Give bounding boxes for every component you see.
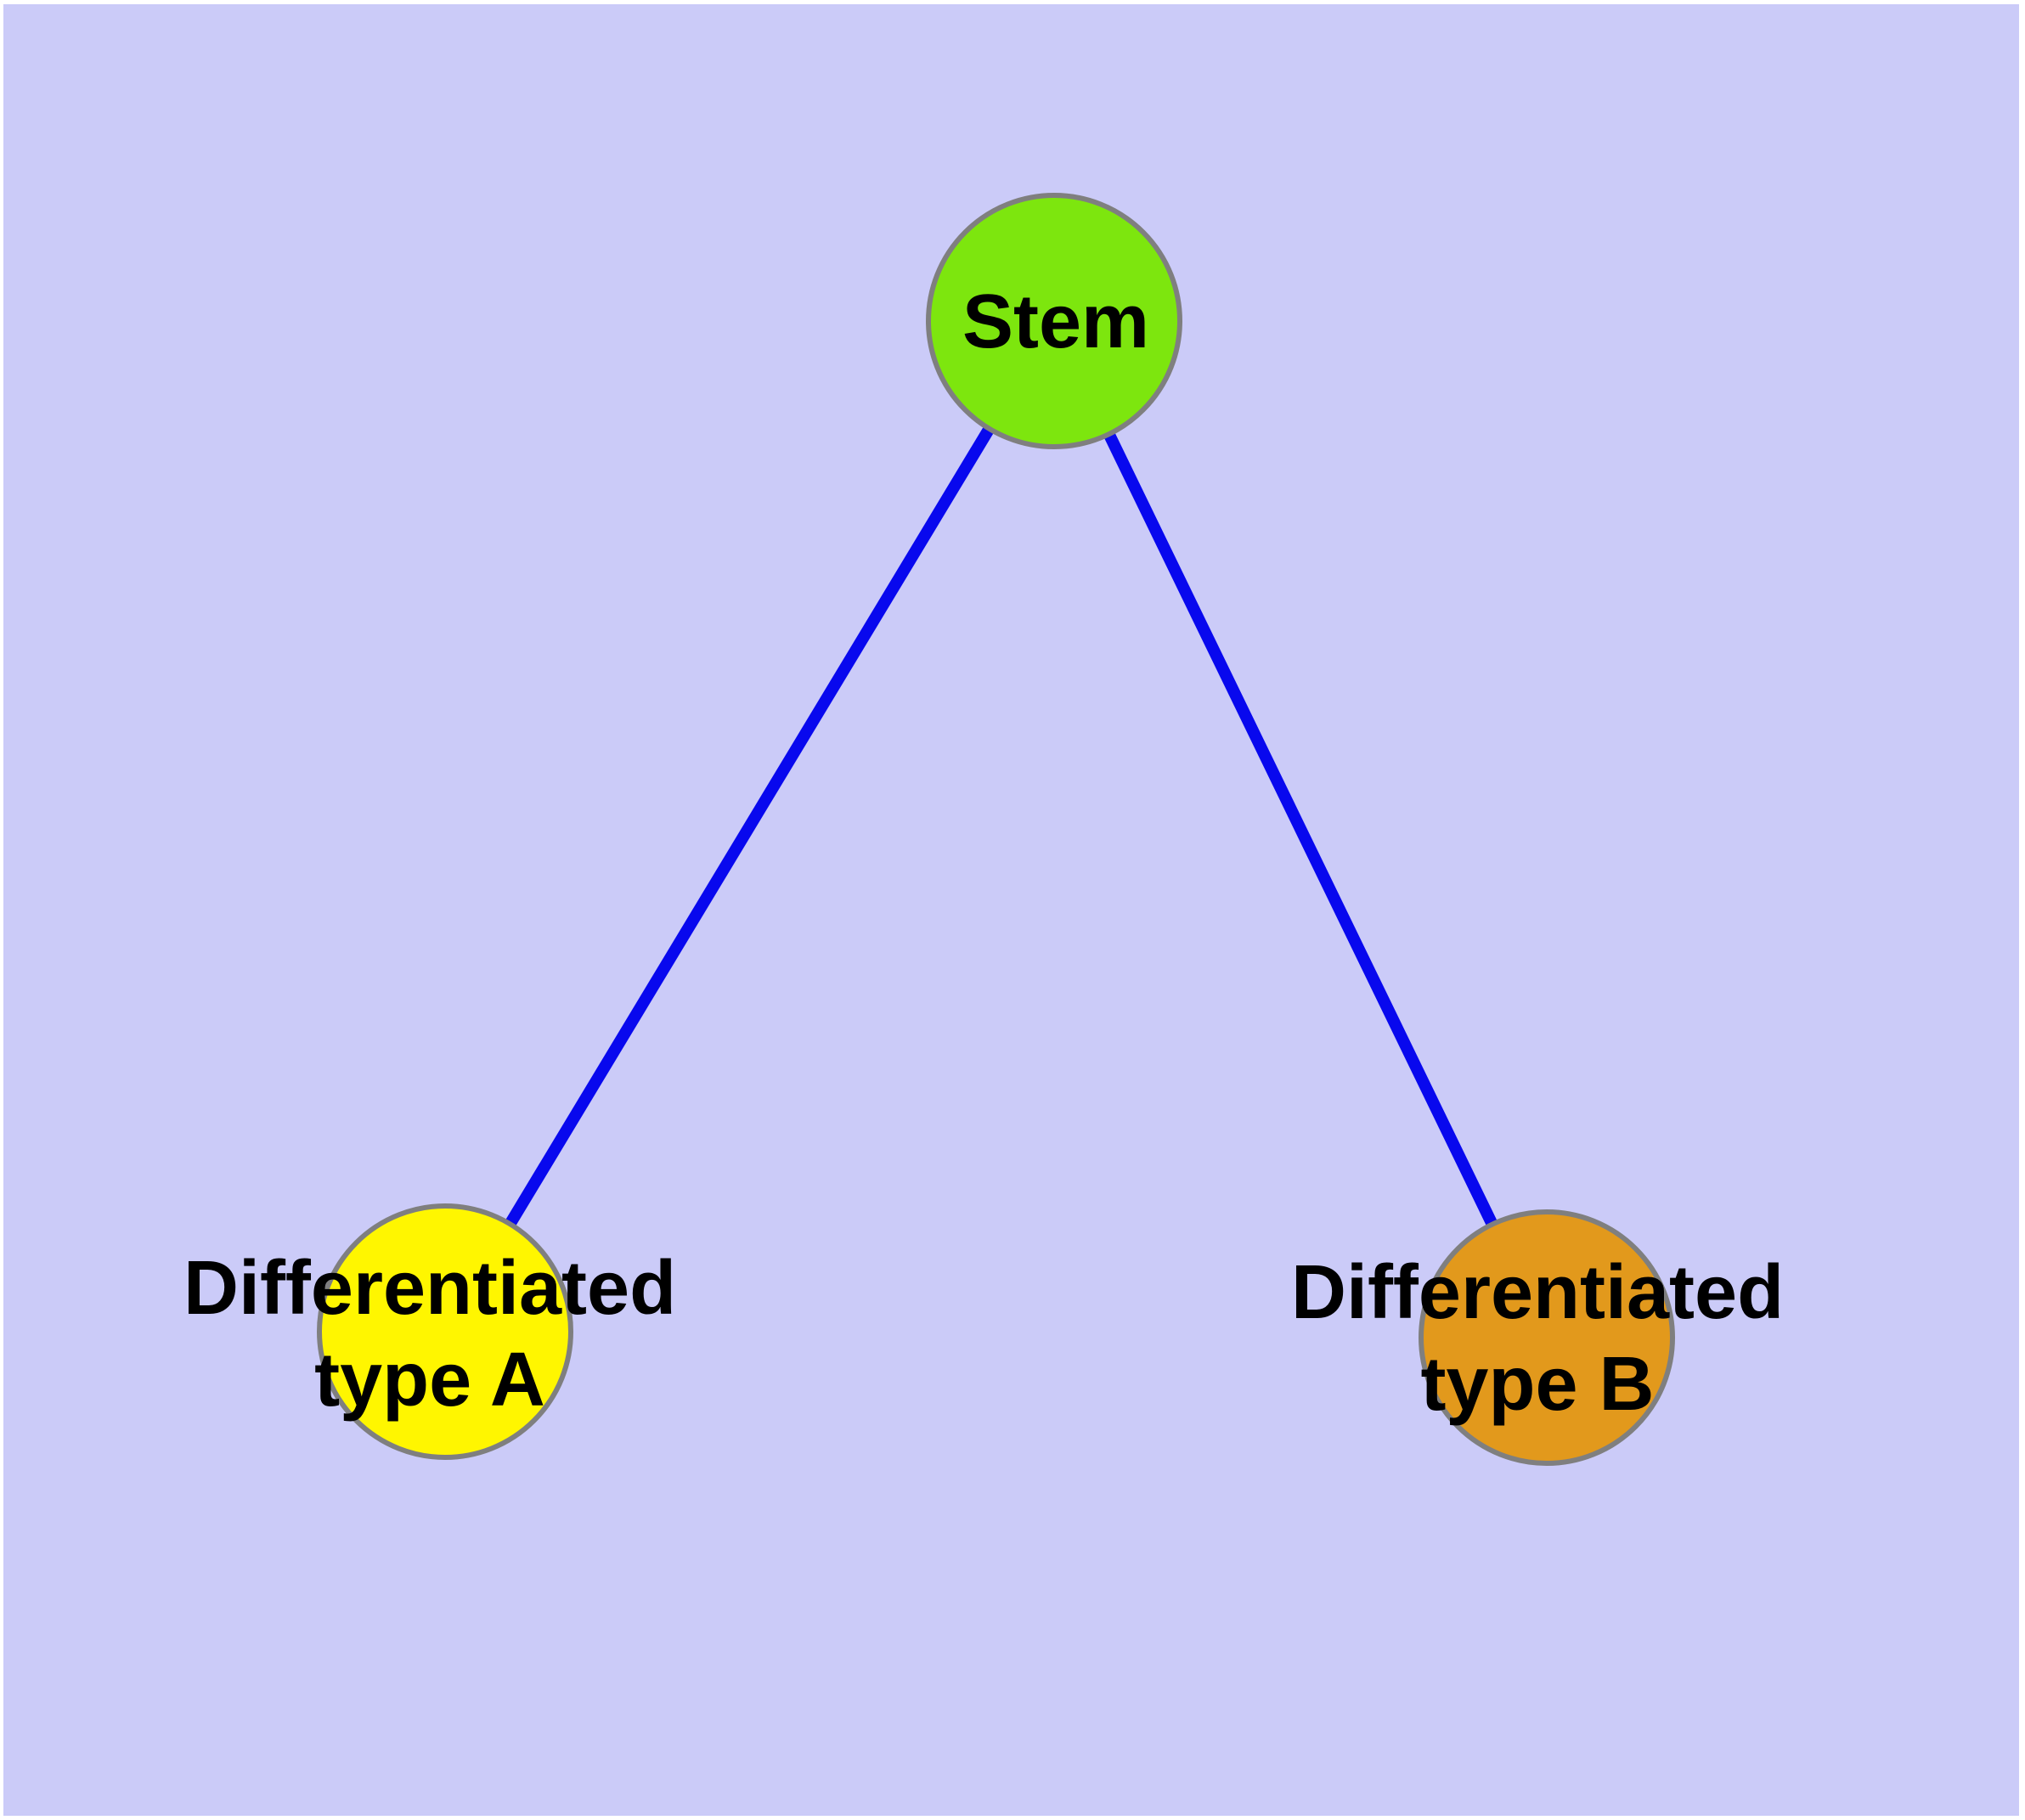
node-differentiated-type-b [1419, 1209, 1675, 1466]
diagram-canvas: Stem Differentiated type A Differentiate… [3, 4, 2019, 1816]
node-label-differentiated-type-a: Differentiated type A [183, 1246, 677, 1423]
node-differentiated-type-a [317, 1203, 573, 1460]
node-label-differentiated-type-b: Differentiated type B [1290, 1250, 1785, 1427]
node-stem [926, 193, 1182, 449]
node-label-stem: Stem [962, 279, 1150, 364]
edge-stem-to-type-b [1048, 318, 1554, 1342]
edge-stem-to-type-a [440, 318, 1059, 1335]
edges-layer [440, 318, 1554, 1342]
